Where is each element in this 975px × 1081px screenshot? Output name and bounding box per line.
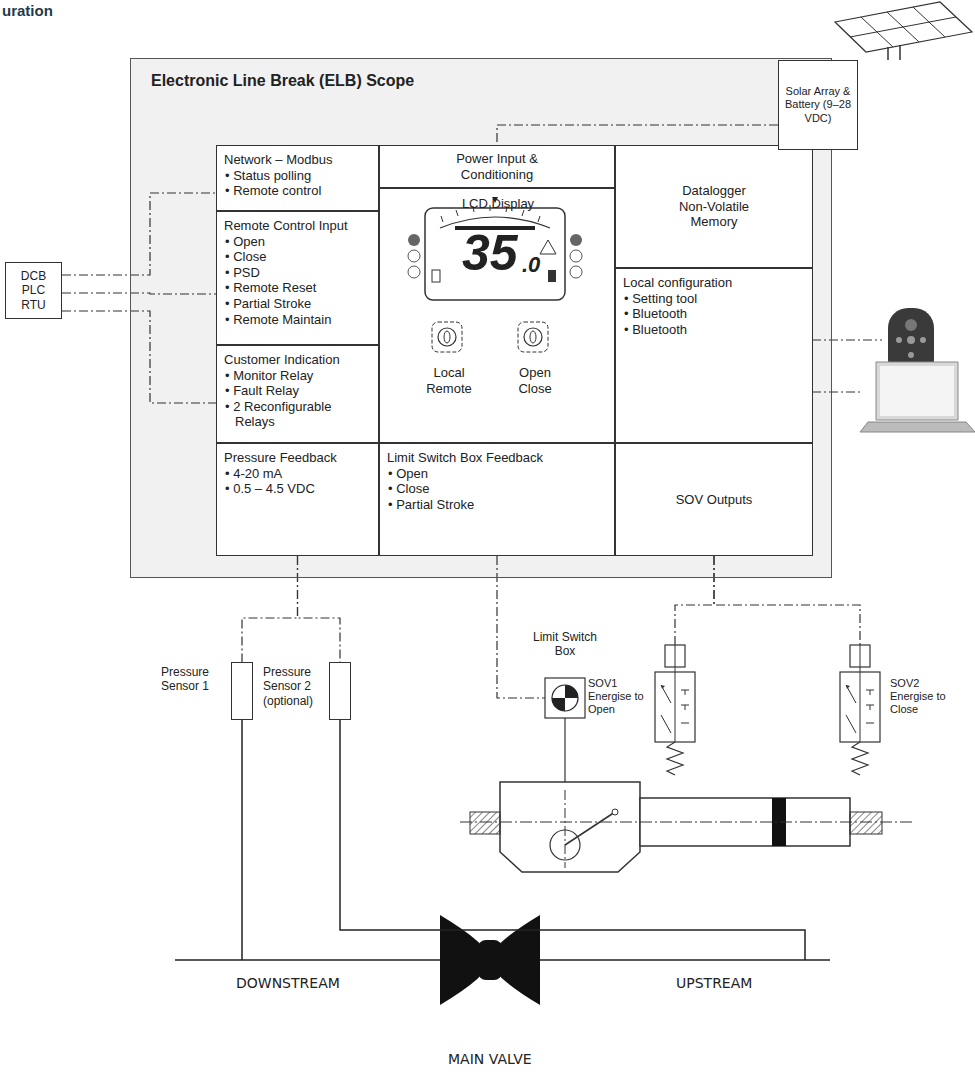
solenoid-valve: SOV1 Energise to Open xyxy=(650,645,700,775)
scope-boundary: Electronic Line Break (ELB) ScopeNetwork… xyxy=(130,58,832,578)
function-box: Power Input & Conditioning xyxy=(379,145,615,188)
box-text: Local Remote xyxy=(423,365,475,396)
box-heading: Limit Switch Box xyxy=(525,630,605,659)
box-heading: Local configuration xyxy=(623,275,805,291)
pressure-sensor: Pressure Sensor 2 (optional) xyxy=(329,662,351,720)
box-heading: LCD Display xyxy=(380,196,616,212)
signal-line xyxy=(675,556,714,645)
box-heading: Remote Control Input xyxy=(224,218,371,234)
function-box: Network – Modbus• Status polling• Remote… xyxy=(216,145,379,211)
box-text: • Partial Stroke xyxy=(224,296,371,312)
box-text: • Close xyxy=(224,249,371,265)
function-box: Pressure Feedback• 4-20 mA• 0.5 – 4.5 VD… xyxy=(216,443,379,556)
page-title: uration xyxy=(2,2,53,20)
box-heading: Pressure Sensor 2 (optional) xyxy=(263,665,325,708)
box-text: • PSD xyxy=(224,265,371,281)
solenoid-valve: SOV2 Energise to Close xyxy=(835,645,885,775)
box-text: • Close xyxy=(387,481,607,497)
controller-box: DCBPLCRTU xyxy=(5,262,62,319)
flow-label: UPSTREAM xyxy=(676,976,752,990)
signal-line xyxy=(497,125,778,145)
box-text: • Remote control xyxy=(224,183,371,199)
signal-line xyxy=(298,556,341,662)
function-box: SOV Outputs xyxy=(615,443,813,556)
function-box: Customer Indication• Monitor Relay• Faul… xyxy=(216,345,379,443)
box-heading: SOV Outputs xyxy=(676,492,753,508)
box-text: • Monitor Relay xyxy=(224,368,371,384)
limit-switch-box: Limit Switch Box xyxy=(545,678,585,718)
flow-label: MAIN VALVE xyxy=(448,1052,532,1066)
box-heading: Electronic Line Break (ELB) Scope xyxy=(151,71,571,90)
function-box: Local configuration• Setting tool• Bluet… xyxy=(615,268,813,443)
box-text: • 4-20 mA xyxy=(224,466,371,482)
pressure-sensor: Pressure Sensor 1 xyxy=(231,662,253,720)
function-box: Remote Control Input• Open• Close• PSD• … xyxy=(216,211,379,345)
display-panel: LCD DisplayLocal Remote Open Close xyxy=(379,188,615,443)
box-heading: Customer Indication xyxy=(224,352,371,368)
display-reading: .0 xyxy=(522,254,540,276)
box-heading: Limit Switch Box Feedback xyxy=(387,450,607,466)
signal-line xyxy=(714,556,860,645)
box-text: • Bluetooth xyxy=(623,306,805,322)
box-text: • Open xyxy=(224,234,371,250)
function-box: Datalogger Non-Volatile Memory xyxy=(615,145,813,268)
flow-label: DOWNSTREAM xyxy=(236,976,340,990)
box-heading: SOV1 Energise to Open xyxy=(588,677,648,717)
box-text: • Status polling xyxy=(224,168,371,184)
box-heading: Pressure Sensor 1 xyxy=(161,665,225,694)
box-heading: DCB xyxy=(21,269,46,283)
signal-line xyxy=(242,556,298,662)
box-text: • Setting tool xyxy=(623,291,805,307)
box-heading: Pressure Feedback xyxy=(224,450,371,466)
power-source-box: Solar Array & Battery (9–28 VDC) xyxy=(778,60,858,150)
box-text: • Remote Reset xyxy=(224,280,371,296)
box-text: • Open xyxy=(387,466,607,482)
box-text: • 2 Reconfigurable Relays xyxy=(224,399,371,430)
box-heading: Power Input & Conditioning xyxy=(437,151,557,182)
box-text: RTU xyxy=(21,298,45,312)
box-text: PLC xyxy=(22,283,45,297)
box-text: • Bluetooth xyxy=(623,322,805,338)
signal-line xyxy=(62,311,216,403)
box-heading: SOV2 Energise to Close xyxy=(890,677,965,717)
box-heading: Network – Modbus xyxy=(224,152,371,168)
display-reading: 35 xyxy=(462,228,518,278)
signal-line xyxy=(62,293,216,294)
box-text: Open Close xyxy=(509,365,561,396)
box-heading: Datalogger Non-Volatile Memory xyxy=(669,183,759,230)
function-box: Limit Switch Box Feedback• Open• Close• … xyxy=(379,443,615,556)
box-text: • Fault Relay xyxy=(224,383,371,399)
box-heading: Solar Array & Battery (9–28 VDC) xyxy=(782,85,854,125)
box-text: • Remote Maintain xyxy=(224,312,371,328)
box-text: • Partial Stroke xyxy=(387,497,607,513)
signal-line xyxy=(62,193,216,275)
box-text: • 0.5 – 4.5 VDC xyxy=(224,481,371,497)
